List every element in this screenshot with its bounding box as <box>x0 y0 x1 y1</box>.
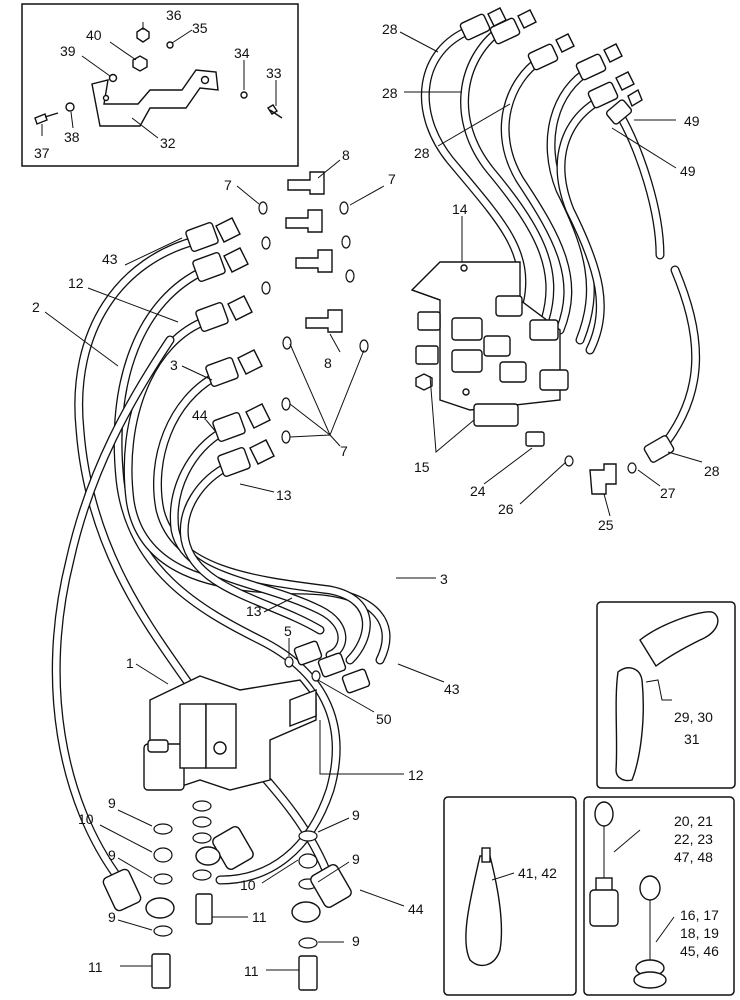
callout-22-23: 22, 23 <box>674 831 713 847</box>
callout-9-a: 9 <box>108 795 116 811</box>
callout-24: 24 <box>470 483 486 499</box>
callout-40: 40 <box>86 27 102 43</box>
dust-plug-20-21 <box>589 801 619 927</box>
callout-11-right: 11 <box>244 963 259 979</box>
callout-9-d: 9 <box>352 807 360 823</box>
valve-fittings <box>284 640 371 694</box>
callout-39: 39 <box>60 43 76 59</box>
callout-28-c: 28 <box>414 145 430 161</box>
callout-9-e: 9 <box>352 851 360 867</box>
callout-3-left: 3 <box>170 357 178 373</box>
washer-39 <box>108 73 118 83</box>
callout-31: 31 <box>684 731 700 747</box>
hose-fittings-right <box>459 7 675 463</box>
callout-35: 35 <box>192 20 208 36</box>
callout-33: 33 <box>266 65 282 81</box>
callout-20-21: 20, 21 <box>674 813 713 829</box>
strap-inset-frame <box>443 796 577 996</box>
callout-38: 38 <box>64 129 80 145</box>
callout-45-46: 45, 46 <box>680 943 719 959</box>
bolt-33 <box>267 104 283 119</box>
hose-bundle-left <box>51 235 391 885</box>
callout-49-b: 49 <box>680 163 696 179</box>
washer-34 <box>240 91 248 99</box>
callout-18-19: 18, 19 <box>680 925 719 941</box>
hose-fittings-left <box>185 217 275 477</box>
nut-40 <box>132 55 148 72</box>
nut-36 <box>136 27 150 43</box>
callout-12-bottom: 12 <box>408 767 424 783</box>
callout-12-top: 12 <box>68 275 84 291</box>
callout-3-right: 3 <box>440 571 448 587</box>
strap-41-42 <box>465 847 503 967</box>
callout-15: 15 <box>414 459 430 475</box>
callout-labels: 36 35 40 39 34 33 37 38 32 8 7 7 43 12 2… <box>32 7 720 979</box>
coupler-bracket-14 <box>410 261 569 411</box>
callout-25: 25 <box>598 517 614 533</box>
callout-44-right: 44 <box>408 901 424 917</box>
callout-29-30: 29, 30 <box>674 709 713 725</box>
callout-37: 37 <box>34 145 50 161</box>
elbow-25 <box>589 462 637 495</box>
leader-lines <box>41 22 703 971</box>
bracket-inset-frame <box>21 3 299 167</box>
callout-28-a: 28 <box>382 21 398 37</box>
quick-coupler-24 <box>473 403 574 467</box>
callout-5: 5 <box>284 623 292 639</box>
callout-9-b: 9 <box>108 847 116 863</box>
dust-cap-16-17 <box>633 875 667 989</box>
callout-43-top: 43 <box>102 251 118 267</box>
callout-16-17: 16, 17 <box>680 907 719 923</box>
banjo-washers-bolts-left <box>102 800 254 989</box>
callout-9-c: 9 <box>108 909 116 925</box>
callout-49-a: 49 <box>684 113 700 129</box>
callout-44-left: 44 <box>192 407 208 423</box>
callout-34: 34 <box>234 45 250 61</box>
callout-11-middle: 11 <box>252 909 267 925</box>
callout-7-left: 7 <box>224 177 232 193</box>
callout-9-f: 9 <box>352 933 360 949</box>
cut-hose-end-29-30-31 <box>615 611 719 782</box>
callout-13-left: 13 <box>276 487 292 503</box>
callout-41-42: 41, 42 <box>518 865 557 881</box>
callout-1: 1 <box>126 655 134 671</box>
callout-8-top: 8 <box>342 147 350 163</box>
callout-2: 2 <box>32 299 40 315</box>
callout-27: 27 <box>660 485 676 501</box>
callout-36: 36 <box>166 7 182 23</box>
callout-43-bottom: 43 <box>444 681 460 697</box>
callout-50: 50 <box>376 711 392 727</box>
callout-10-right: 10 <box>240 877 256 893</box>
callout-8-bottom: 8 <box>324 355 332 371</box>
callout-7-bottom: 7 <box>340 443 348 459</box>
callout-47-48: 47, 48 <box>674 849 713 865</box>
callout-14: 14 <box>452 201 468 217</box>
callout-32: 32 <box>160 135 176 151</box>
callout-10-left: 10 <box>78 811 94 827</box>
washer-38 <box>65 102 75 112</box>
bolt-37 <box>34 112 59 125</box>
callout-28-b: 28 <box>382 85 398 101</box>
callout-26: 26 <box>498 501 514 517</box>
coupler-cap-inset-frame <box>583 796 735 996</box>
washer-35 <box>166 41 174 49</box>
control-valve-1 <box>143 675 317 791</box>
banjo-washers-bolts-right <box>291 830 352 991</box>
callout-7-right: 7 <box>388 171 396 187</box>
hose-end-inset-frame <box>596 601 736 789</box>
elbow-fittings-8 <box>285 171 343 333</box>
callout-13-right: 13 <box>246 603 262 619</box>
callout-11-left: 11 <box>88 959 103 975</box>
hose-bundle-right <box>420 25 701 455</box>
callout-28-d: 28 <box>704 463 720 479</box>
mounting-bracket <box>91 69 219 127</box>
